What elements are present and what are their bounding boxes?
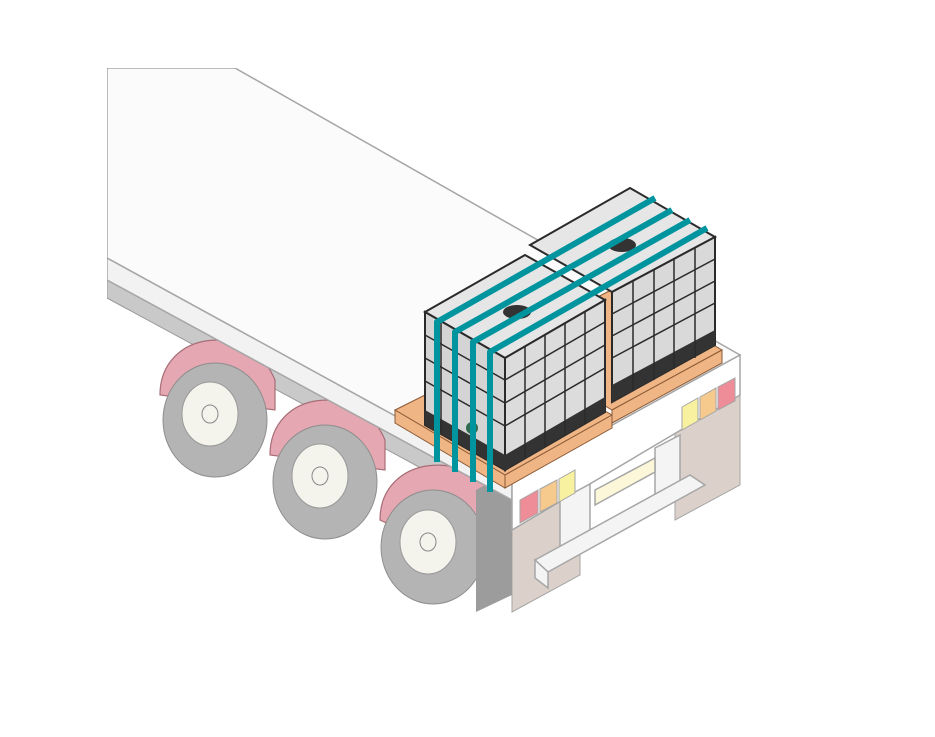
- tail-lights-right: [681, 377, 736, 431]
- rear-bumper: [533, 433, 707, 590]
- wheel: [162, 362, 268, 478]
- strap: [487, 225, 709, 492]
- ibc-tank-front: [422, 253, 608, 472]
- cargo-straps: [434, 195, 709, 492]
- wheels: [162, 362, 486, 605]
- wheel: [380, 489, 486, 605]
- strap: [434, 195, 657, 462]
- axle-post: [476, 470, 512, 612]
- wheel: [272, 424, 378, 540]
- strap: [470, 217, 692, 482]
- strap: [452, 207, 674, 472]
- tail-lights-left: [519, 469, 576, 524]
